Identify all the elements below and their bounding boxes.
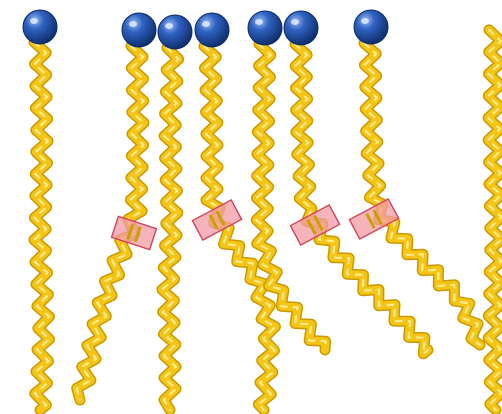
lipid-6-head <box>284 11 318 45</box>
lipid-3-head-shine <box>165 23 173 29</box>
lipid-5-head-shine <box>255 19 263 25</box>
lipid-1-head-shine <box>30 18 38 24</box>
phosphate-heads <box>23 10 388 49</box>
lipid-4-head <box>195 13 229 47</box>
lipid-7-head <box>354 10 388 44</box>
lipid-4-head-shine <box>202 21 210 27</box>
lipid-1-head <box>23 10 57 44</box>
lipid-7-head-shine <box>361 18 369 24</box>
fatty-acid-tails <box>34 30 502 410</box>
lipid-3-head <box>158 15 192 49</box>
lipid-2-head-shine <box>129 21 137 27</box>
lipid-6-head-shine <box>291 19 299 25</box>
lipid-2-head <box>122 13 156 47</box>
lipid-5-head <box>248 11 282 45</box>
